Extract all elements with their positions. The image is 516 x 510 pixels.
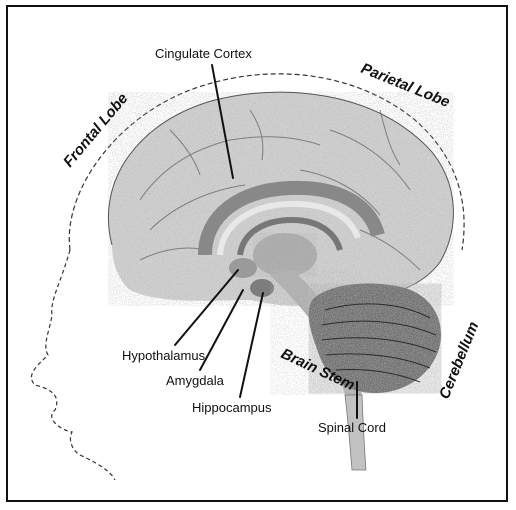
label-hypothalamus: Hypothalamus bbox=[122, 348, 206, 363]
label-cerebellum: Cerebellum bbox=[436, 319, 482, 401]
label-hippocampus: Hippocampus bbox=[192, 400, 272, 415]
label-parietal-lobe: Parietal Lobe bbox=[359, 60, 453, 111]
label-spinal-cord: Spinal Cord bbox=[318, 420, 386, 435]
label-amygdala: Amygdala bbox=[166, 373, 225, 388]
leader-hippocampus bbox=[240, 293, 263, 397]
label-cingulate-cortex: Cingulate Cortex bbox=[155, 46, 252, 61]
leader-amygdala bbox=[200, 290, 243, 370]
label-frontal-lobe: Frontal Lobe bbox=[60, 90, 131, 171]
face-profile bbox=[31, 250, 115, 480]
